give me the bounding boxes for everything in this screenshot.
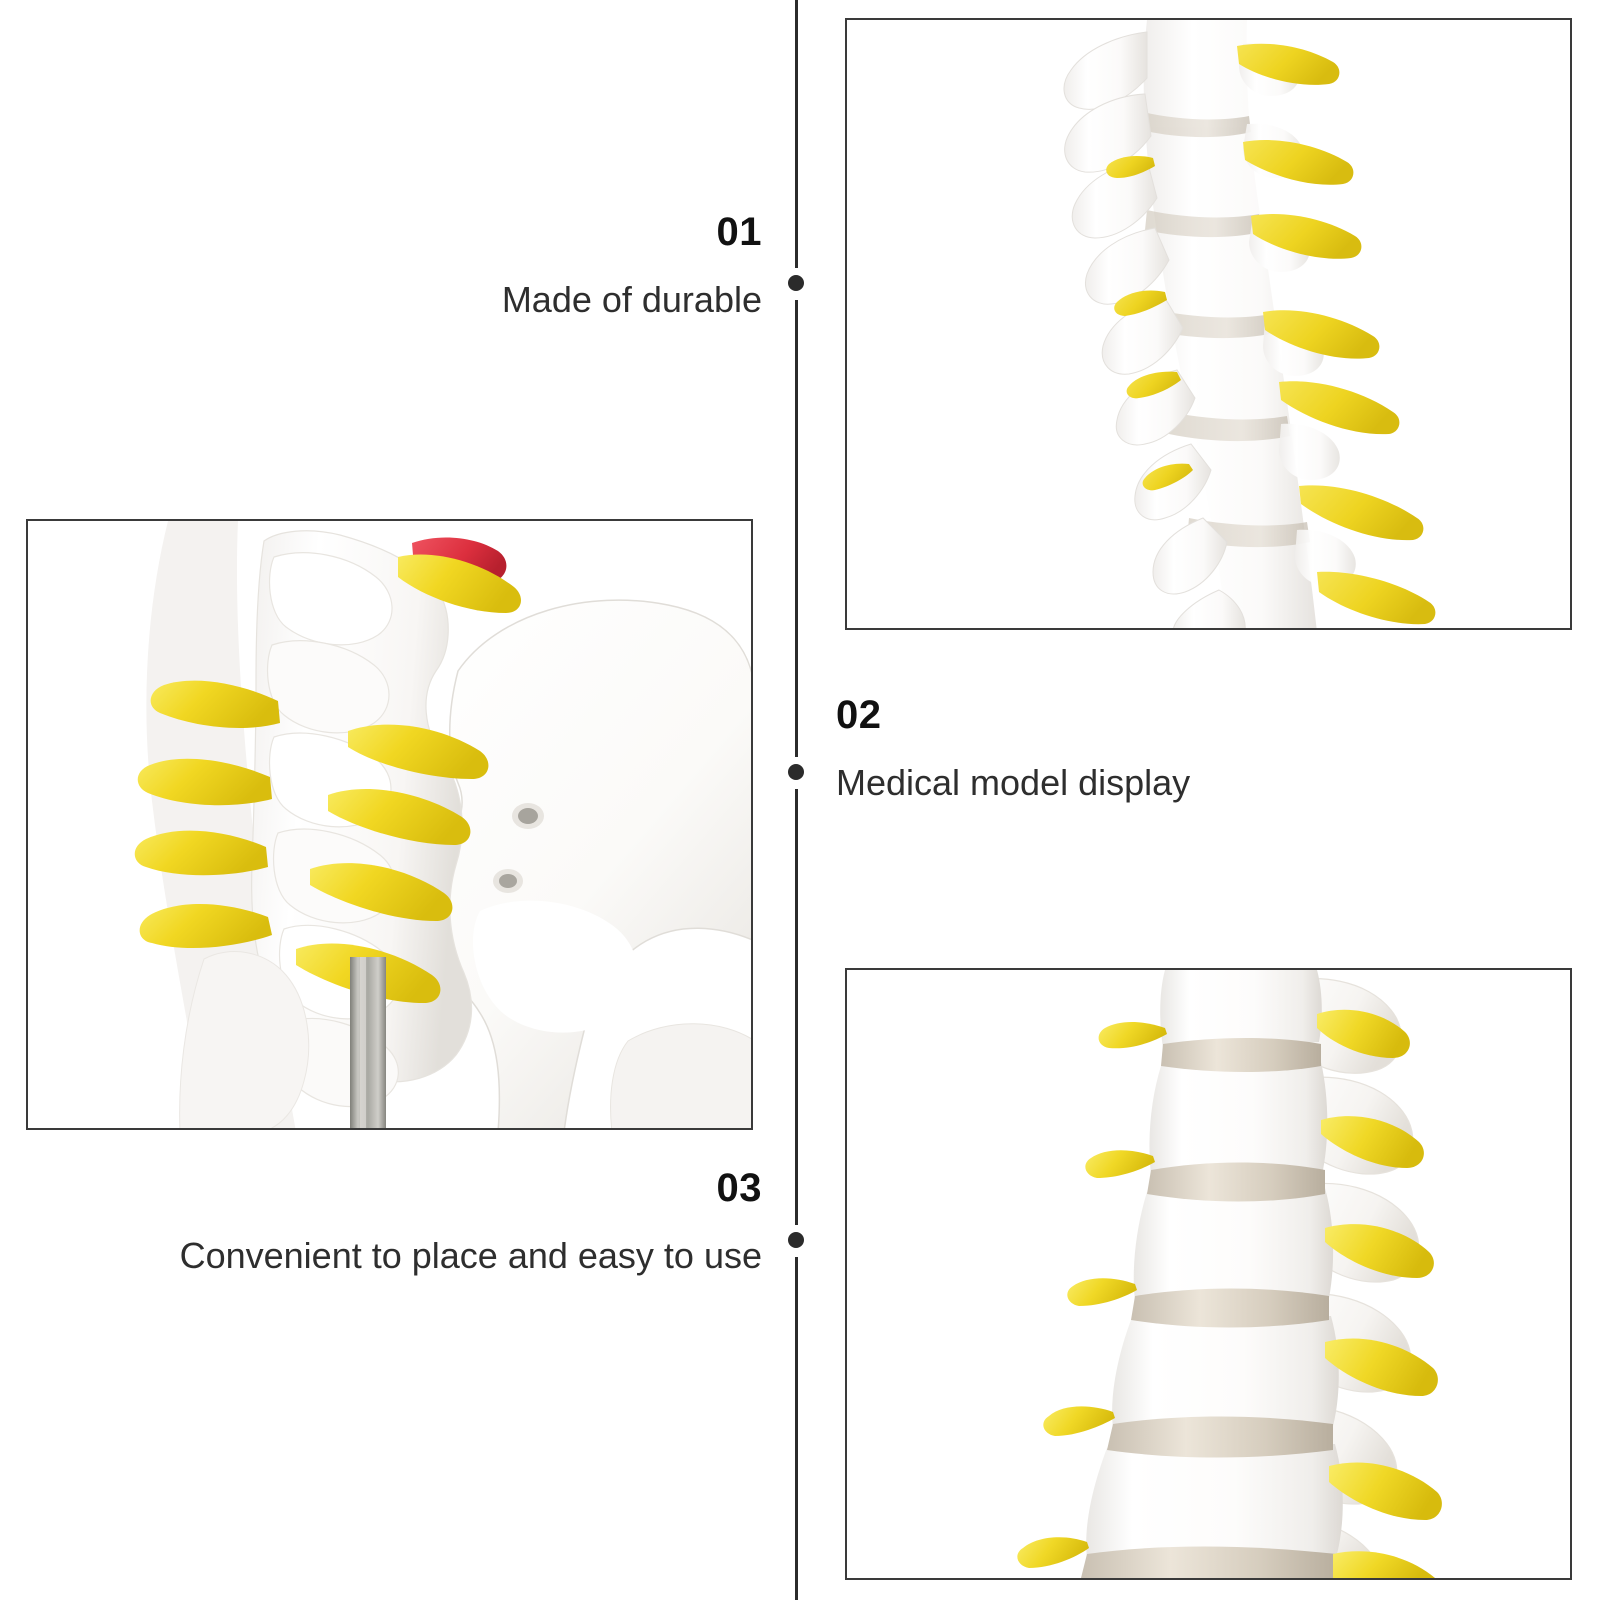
step-02: 02 Medical model display: [836, 695, 1190, 803]
step-01-label: Made of durable: [501, 279, 762, 320]
timeline-segment-2-3: [795, 789, 798, 1225]
step-03-number: 03: [716, 1166, 762, 1210]
timeline-segment-1-2: [795, 300, 798, 757]
mounting-rod: [350, 957, 386, 1128]
step-03-label: Convenient to place and easy to use: [179, 1235, 762, 1276]
nerve-roots-right: [1237, 43, 1436, 625]
femur-head: [610, 1023, 751, 1128]
step-01: 01 Made of durable: [502, 212, 762, 320]
step-02-label: Medical model display: [836, 762, 1191, 803]
thoracic-spine-photo: [847, 20, 1570, 628]
timeline-segment-bottom: [795, 1257, 798, 1600]
timeline-segment-top: [795, 0, 798, 268]
step-01-number: 01: [716, 210, 762, 254]
panel-lumbar-discs: [845, 968, 1572, 1580]
spinous-processes: [1063, 31, 1246, 628]
sacrum-silhouette: [179, 951, 310, 1128]
lumbar-pelvis-photo: [28, 521, 751, 1128]
nerve-roots-left: [1017, 1022, 1167, 1568]
timeline-dot-01: [788, 275, 804, 291]
nerve-roots-right: [1317, 1009, 1442, 1578]
vertebral-bodies: [1082, 970, 1343, 1578]
nerve-roots-left: [134, 680, 280, 949]
step-03: 03 Convenient to place and easy to use: [180, 1168, 762, 1276]
lumbar-discs-photo: [847, 970, 1570, 1578]
timeline-dot-02: [788, 764, 804, 780]
timeline-dot-03: [788, 1232, 804, 1248]
panel-lumbar-pelvis: [26, 519, 753, 1130]
intervertebral-discs: [1081, 1038, 1337, 1578]
nerve-roots-left: [1106, 156, 1193, 491]
step-02-number: 02: [836, 693, 882, 737]
obturator-foramen: [472, 900, 638, 1033]
panel-thoracic-spine: [845, 18, 1572, 630]
